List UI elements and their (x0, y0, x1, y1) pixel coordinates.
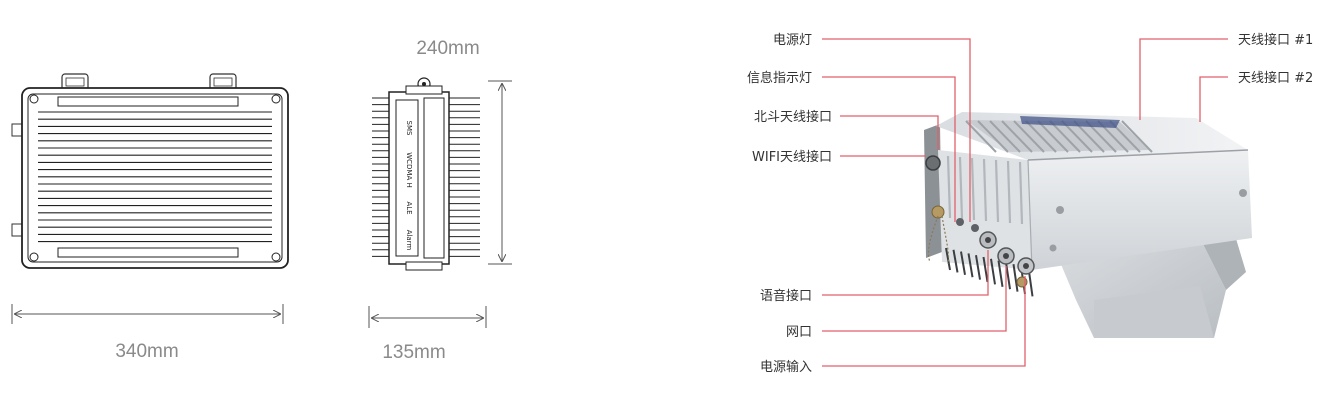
side-label-wcdma: WCDMA H (405, 152, 413, 188)
voice-port-connector (979, 231, 997, 249)
callout-voice-port: 语音接口 (760, 288, 812, 304)
front-fin (946, 155, 952, 219)
network-port-connector (997, 247, 1015, 265)
side-label-ale: ALE (405, 201, 413, 214)
callout-antenna-1: 天线接口 #1 (1238, 32, 1313, 48)
front-fin (1018, 161, 1024, 225)
side-view-drawing: SMS WCDMA H ALE Alarm (372, 77, 480, 271)
top-fin (965, 120, 997, 153)
top-fin (1025, 120, 1057, 153)
front-fin (958, 156, 964, 220)
height-label: 240mm (416, 38, 479, 59)
callout-power-input: 电源输入 (760, 359, 812, 375)
side-label-sms: SMS (405, 121, 413, 136)
power-input-connector (1017, 257, 1035, 275)
bottom-fin (952, 249, 959, 273)
callout-network-port: 网口 (786, 325, 812, 340)
bottom-fin (975, 255, 981, 280)
bottom-fin (1005, 262, 1011, 290)
top-fin (989, 120, 1021, 153)
top-fin (1001, 120, 1033, 153)
bottom-fin (945, 247, 951, 271)
front-fin (1006, 160, 1012, 224)
width-label: 340mm (115, 341, 178, 362)
callout-antenna-2: 天线接口 #2 (1238, 70, 1313, 86)
callout-power-light: 电源灯 (773, 33, 812, 48)
depth-label: 135mm (382, 342, 445, 363)
top-fin (1121, 120, 1153, 153)
device-photo (924, 112, 1252, 338)
bottom-fin (990, 258, 996, 285)
dimension-height (488, 80, 512, 265)
dimension-depth (368, 306, 487, 328)
front-fin (982, 158, 988, 222)
top-fin (977, 120, 1009, 153)
front-fin (994, 159, 1000, 223)
dimension-width (11, 304, 284, 324)
antenna-connector (925, 155, 941, 171)
top-fin (1049, 120, 1081, 153)
bottom-fin (1012, 264, 1019, 292)
callout-info-indicator: 信息指示灯 (747, 70, 812, 86)
callout-leaders (822, 38, 1228, 367)
bottom-fin (997, 260, 1004, 287)
side-label-alarm: Alarm (405, 230, 413, 251)
front-view-drawing (11, 73, 289, 269)
bottom-fin (967, 253, 974, 278)
bottom-fin (960, 251, 966, 275)
top-fin (1013, 120, 1045, 153)
bottom-fin (982, 256, 989, 283)
top-fin (1061, 120, 1093, 153)
front-fin (970, 157, 976, 221)
callout-wifi-antenna: WIFI天线接口 (752, 149, 832, 165)
callout-beidou-antenna: 北斗天线接口 (754, 109, 832, 125)
top-fin (1037, 120, 1069, 153)
